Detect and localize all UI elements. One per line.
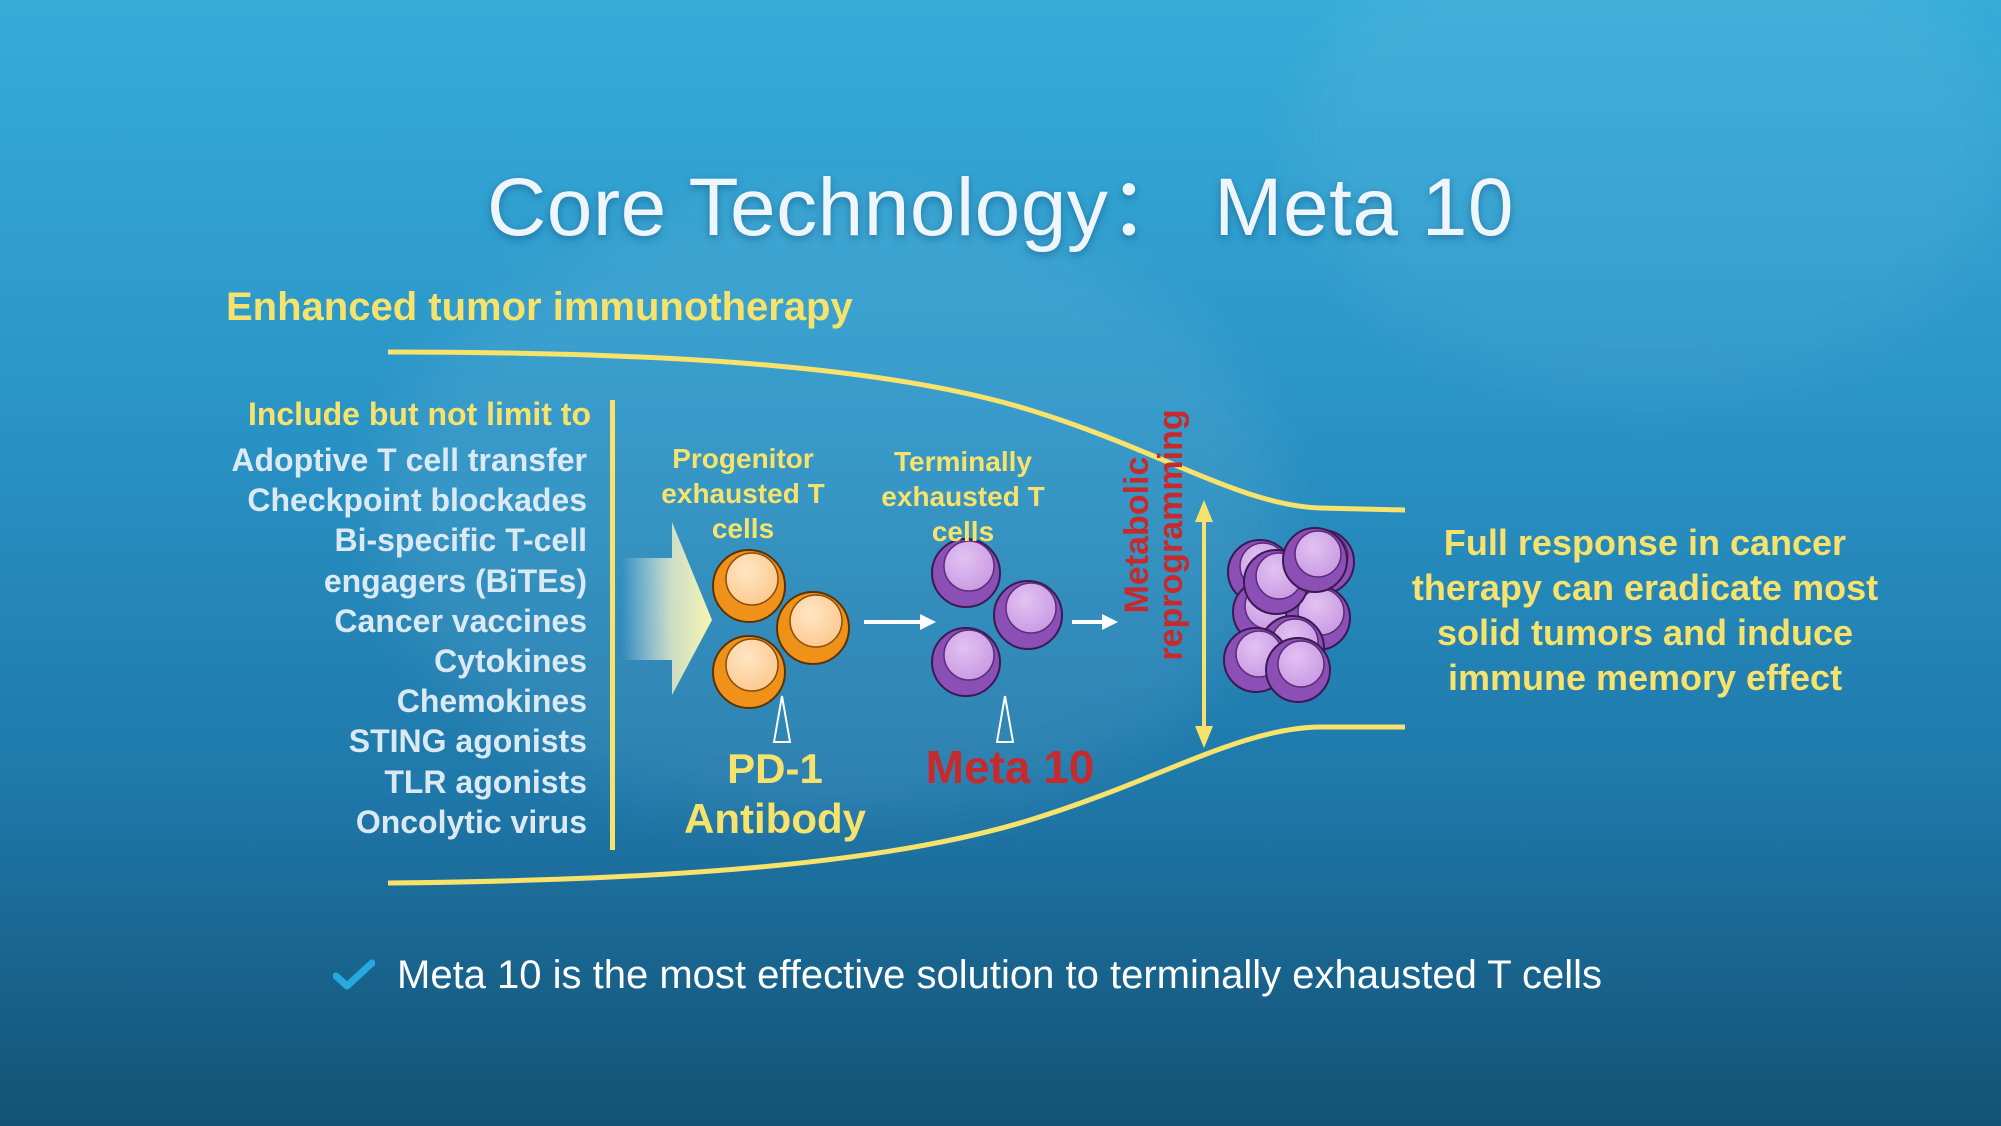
therapy-item: Chemokines xyxy=(396,683,587,720)
metabolic-label-line: Metabolic xyxy=(1118,456,1156,614)
expanded-cell-cluster xyxy=(1223,527,1355,703)
meta10-pointer-icon xyxy=(995,695,1015,743)
list-divider xyxy=(610,400,615,850)
progenitor-label-line: cells xyxy=(711,513,775,544)
metabolic-reprogramming-label: Metabolic reprogramming xyxy=(1118,370,1190,700)
therapy-item: Checkpoint blockades xyxy=(247,482,587,519)
conclusion-text: Meta 10 is the most effective solution t… xyxy=(397,952,1603,997)
therapy-item: Bi-specific T-cell xyxy=(334,522,587,559)
funnel-bottom-curve xyxy=(387,724,1405,886)
therapy-item: Oncolytic virus xyxy=(355,803,587,840)
response-line: therapy can eradicate most xyxy=(1411,567,1879,608)
therapy-item: TLR agonists xyxy=(384,763,587,800)
arrow-right-icon xyxy=(864,614,936,630)
terminal-cell-cluster xyxy=(931,538,1063,697)
terminal-stage-label: Terminally exhausted T cells xyxy=(868,444,1058,549)
response-line: solid tumors and induce xyxy=(1436,612,1854,653)
terminal-cell xyxy=(931,538,1001,608)
terminal-cell xyxy=(931,627,1001,697)
page-title: Core Technology： Meta 10 xyxy=(487,162,1514,253)
progenitor-label-line: Progenitor xyxy=(672,443,814,474)
terminal-cell xyxy=(993,580,1063,650)
pd1-label-line: Antibody xyxy=(684,795,866,842)
arrow-right-icon xyxy=(1072,614,1118,630)
terminal-label-line: Terminally xyxy=(894,446,1032,477)
meta10-label: Meta 10 xyxy=(925,741,1095,793)
progenitor-cell xyxy=(712,635,786,709)
pd1-label-line: PD-1 xyxy=(727,745,823,792)
expanded-cell xyxy=(1265,637,1331,703)
metabolic-label-line: reprogramming xyxy=(1152,409,1190,661)
expanded-cell xyxy=(1282,527,1348,593)
progenitor-cell-cluster xyxy=(712,549,850,709)
therapy-item: STING agonists xyxy=(348,723,587,760)
therapy-item: Cancer vaccines xyxy=(334,602,587,639)
conclusion-note: Meta 10 is the most effective solution t… xyxy=(333,950,1602,1000)
therapy-item: Adoptive T cell transfer xyxy=(231,442,587,478)
background-highlight xyxy=(1300,0,2000,400)
response-text: Full response in cancer therapy can erad… xyxy=(1385,520,1905,700)
pd1-antibody-label: PD-1 Antibody xyxy=(665,744,885,844)
terminal-label-line: cells xyxy=(931,516,995,547)
terminal-label-line: exhausted T xyxy=(881,481,1045,512)
therapy-list-intro: Include but not limit to xyxy=(247,396,591,432)
input-arrow-icon xyxy=(622,522,712,695)
background-figure xyxy=(380,200,1280,820)
progenitor-label-line: exhausted T xyxy=(661,478,825,509)
response-line: Full response in cancer xyxy=(1443,522,1847,563)
section-heading: Enhanced tumor immunotherapy xyxy=(226,285,853,329)
response-line: immune memory effect xyxy=(1447,657,1843,698)
therapy-item: engagers (BiTEs) xyxy=(323,562,587,599)
therapy-item: Cytokines xyxy=(434,643,587,680)
therapy-list: Adoptive T cell transfer Checkpoint bloc… xyxy=(231,440,587,842)
progenitor-stage-label: Progenitor exhausted T cells xyxy=(648,441,838,546)
pd1-pointer-icon xyxy=(772,695,792,743)
progenitor-cell xyxy=(776,591,850,665)
funnel-top-curve xyxy=(387,349,1406,513)
progenitor-cell xyxy=(712,549,786,623)
check-icon xyxy=(333,959,375,990)
double-arrow-icon xyxy=(1195,500,1213,748)
